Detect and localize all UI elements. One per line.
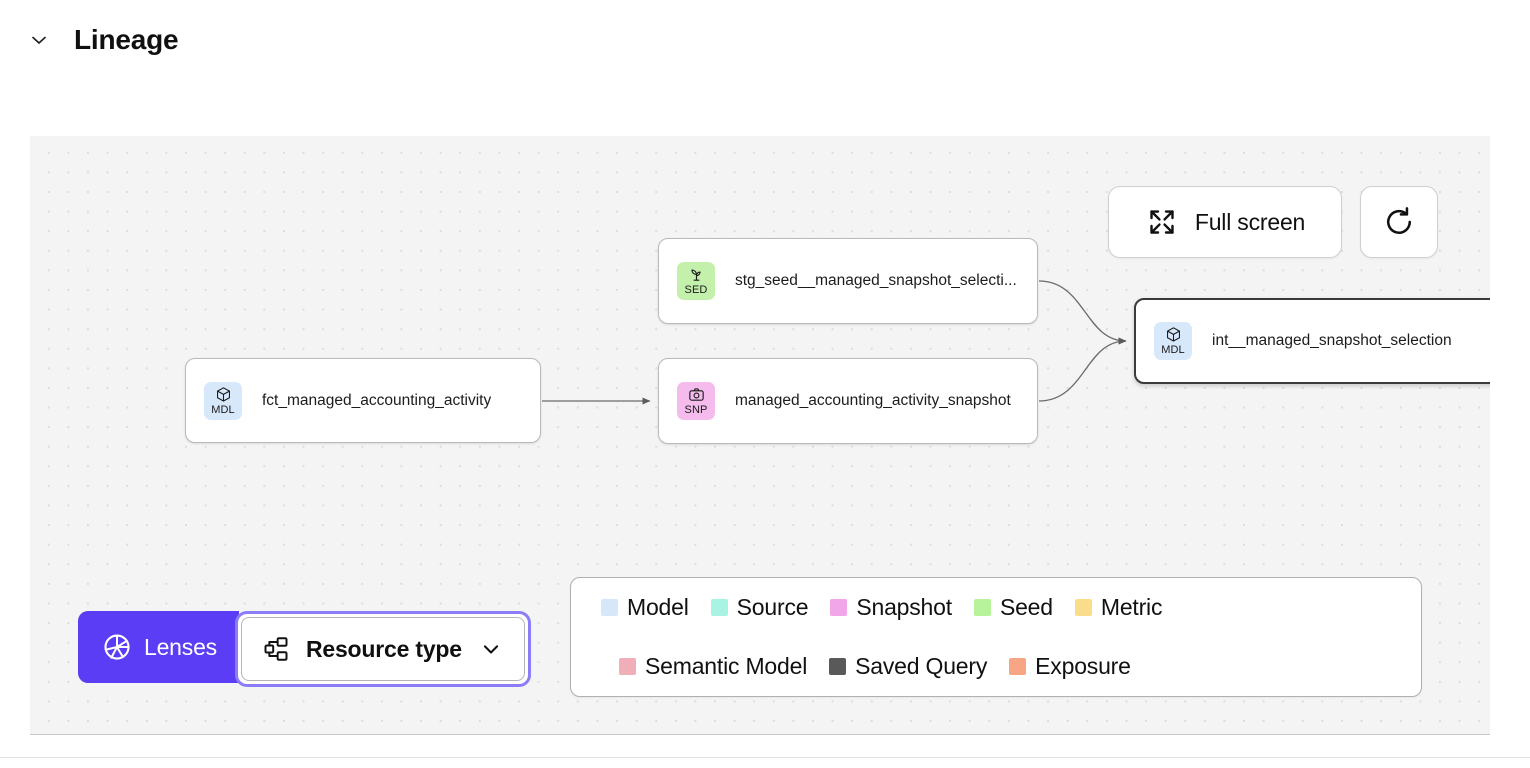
legend-swatch xyxy=(830,599,848,616)
lineage-node-snapshot-managed[interactable]: SNP managed_accounting_activity_snapshot xyxy=(658,358,1038,444)
chevron-down-icon xyxy=(483,645,498,654)
seed-badge: SED xyxy=(677,262,715,300)
legend-swatch xyxy=(710,599,728,616)
aperture-icon xyxy=(104,634,130,660)
legend-swatch xyxy=(619,658,636,675)
lineage-section-header: Lineage xyxy=(28,24,179,55)
lineage-canvas[interactable]: MDL fct_managed_accounting_activity SED … xyxy=(30,136,1490,735)
legend-row-secondary: Semantic Model Saved Query Exposure xyxy=(601,653,1397,680)
legend-swatch xyxy=(829,658,847,675)
resource-type-select[interactable]: Resource type xyxy=(240,617,525,681)
legend-item-seed: Seed xyxy=(973,594,1053,621)
node-label: managed_accounting_activity_snapshot xyxy=(735,392,1011,409)
legend-swatch xyxy=(601,599,618,616)
lineage-edges xyxy=(542,280,1127,405)
lenses-bar: Lenses Resource type xyxy=(78,611,531,687)
legend-swatch xyxy=(1009,658,1027,675)
sprout-icon xyxy=(690,269,701,281)
model-badge: MDL xyxy=(1154,322,1192,360)
node-label: stg_seed__managed_snapshot_selecti... xyxy=(735,272,1017,289)
legend-label: Semantic Model xyxy=(645,653,808,679)
lineage-legend: Model Source Snapshot Seed Metric xyxy=(570,577,1422,697)
legend-label: Source xyxy=(736,594,809,620)
badge-abbr: MDL xyxy=(211,403,235,416)
lenses-label: Lenses xyxy=(144,633,217,660)
legend-label: Saved Query xyxy=(855,653,988,679)
legend-item-semantic-model: Semantic Model xyxy=(619,653,807,680)
lineage-node-seed-stg[interactable]: SED stg_seed__managed_snapshot_selecti..… xyxy=(658,238,1038,324)
legend-swatch xyxy=(973,599,991,616)
cube-icon xyxy=(216,386,230,402)
node-label: int__managed_snapshot_selection xyxy=(1212,332,1452,349)
legend-label: Metric xyxy=(1100,594,1163,620)
full-screen-button[interactable]: Full screen xyxy=(1108,186,1342,258)
legend-item-snapshot: Snapshot xyxy=(830,594,952,621)
section-divider xyxy=(0,757,1530,758)
model-badge: MDL xyxy=(204,381,242,420)
legend-item-metric: Metric xyxy=(1074,594,1163,621)
resource-type-focus-ring: Resource type xyxy=(234,611,531,687)
badge-abbr: MDL xyxy=(1161,344,1185,356)
lineage-node-model-int[interactable]: MDL int__managed_snapshot_selection xyxy=(1134,298,1490,384)
node-label: fct_managed_accounting_activity xyxy=(262,391,492,409)
legend-item-exposure: Exposure xyxy=(1009,653,1131,680)
badge-abbr: SED xyxy=(684,284,708,296)
legend-label: Snapshot xyxy=(856,594,952,620)
legend-label: Exposure xyxy=(1035,653,1131,679)
lenses-button[interactable]: Lenses xyxy=(78,611,239,683)
legend-label: Seed xyxy=(999,594,1053,620)
legend-swatch xyxy=(1074,599,1092,616)
badge-abbr: SNP xyxy=(684,404,708,416)
camera-icon xyxy=(688,388,704,401)
legend-row-primary: Model Source Snapshot Seed Metric xyxy=(601,594,1397,621)
snapshot-badge: SNP xyxy=(677,382,715,420)
refresh-icon xyxy=(1386,207,1412,234)
hierarchy-icon xyxy=(264,637,288,661)
full-screen-label: Full screen xyxy=(1194,208,1306,235)
expand-icon xyxy=(1150,210,1174,234)
refresh-button[interactable] xyxy=(1360,186,1438,258)
legend-item-saved-query: Saved Query xyxy=(829,653,987,680)
legend-item-source: Source xyxy=(710,594,809,621)
legend-label: Model xyxy=(627,594,689,620)
chevron-down-icon[interactable] xyxy=(28,29,50,51)
resource-type-value: Resource type xyxy=(305,635,462,662)
page-title: Lineage xyxy=(74,24,179,55)
cube-icon xyxy=(1166,327,1180,342)
lineage-node-model-fct[interactable]: MDL fct_managed_accounting_activity xyxy=(185,358,541,443)
legend-item-model: Model xyxy=(601,594,689,621)
canvas-controls: Full screen xyxy=(1108,186,1438,258)
